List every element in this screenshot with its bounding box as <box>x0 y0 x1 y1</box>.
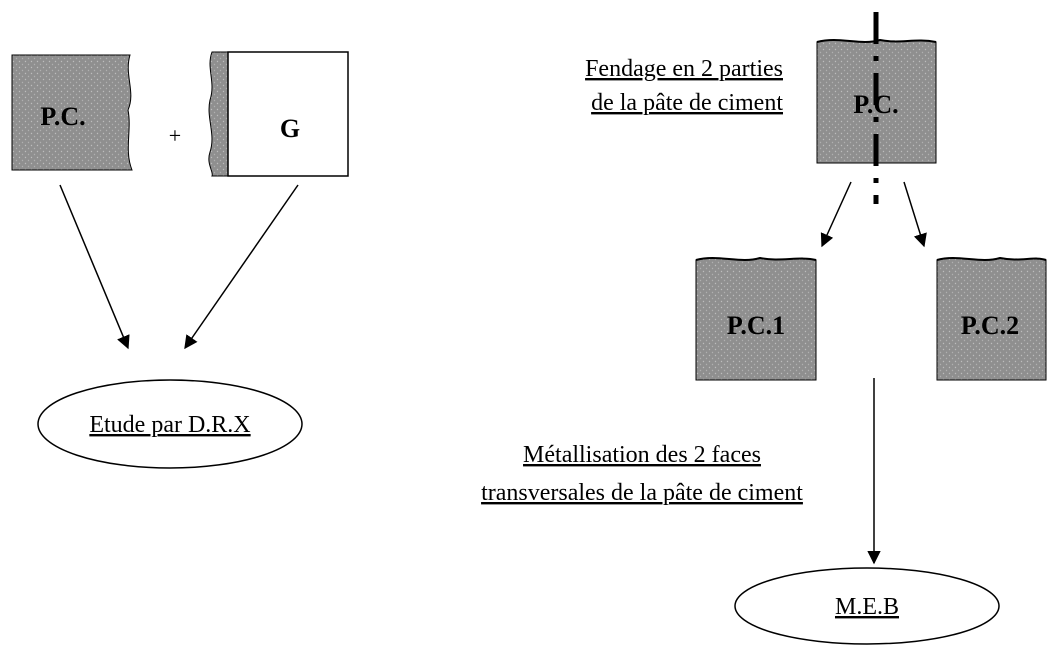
pc2-label: P.C.2 <box>961 311 1019 340</box>
meb-label: M.E.B <box>835 594 899 620</box>
metal-text-line2: transversales de la pâte de ciment <box>481 480 803 506</box>
pc1-block: P.C.1 <box>695 256 817 381</box>
meb-ellipse: M.E.B <box>734 567 1000 645</box>
pc1-label: P.C.1 <box>727 311 785 340</box>
left-g-block: G <box>208 51 349 177</box>
g-label: G <box>280 114 300 143</box>
left-pc-block: P.C. <box>11 54 133 171</box>
arrow-to-pc1 <box>820 181 852 248</box>
arrow-g-to-drx <box>184 184 299 350</box>
drx-ellipse: Etude par D.R.X <box>37 379 303 469</box>
metal-text-line1: Métallisation des 2 faces <box>523 442 761 468</box>
fendage-text-line2: de la pâte de ciment <box>591 90 783 116</box>
fendage-text-line1: Fendage en 2 parties <box>585 56 783 82</box>
drx-label: Etude par D.R.X <box>89 412 250 438</box>
plus-sign: + <box>169 123 181 148</box>
arrow-pc-to-drx <box>59 184 130 350</box>
pc2-block: P.C.2 <box>936 256 1047 381</box>
left-pc-label: P.C. <box>40 102 85 131</box>
arrow-to-pc2 <box>903 181 927 248</box>
